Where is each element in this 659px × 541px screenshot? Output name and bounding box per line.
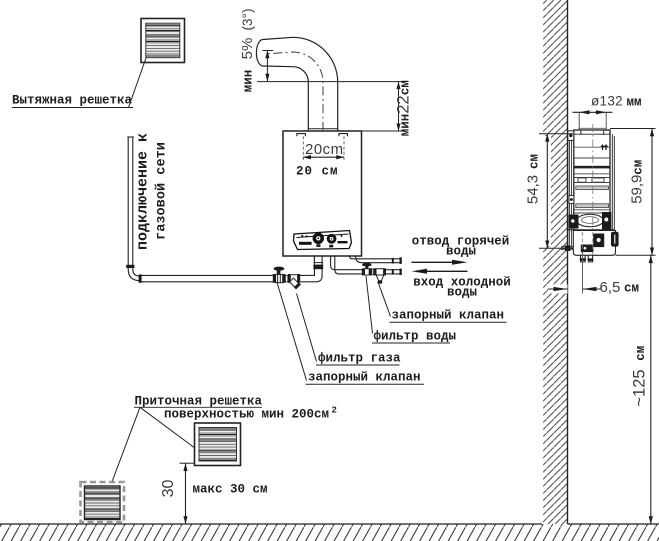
svg-text:5%: 5% xyxy=(239,38,256,60)
svg-text:мм: мм xyxy=(627,96,642,110)
svg-text:54,3: 54,3 xyxy=(525,175,542,204)
svg-text:20cm: 20cm xyxy=(305,141,344,158)
svg-text:воды: воды xyxy=(446,245,476,259)
svg-text:запорный клапан: запорный клапан xyxy=(308,371,421,385)
svg-text:отвод горячей: отвод горячей xyxy=(412,235,510,249)
svg-text:макс 30 см: макс 30 см xyxy=(193,483,268,497)
svg-text:фильтр воды: фильтр воды xyxy=(374,330,457,344)
svg-text:22: 22 xyxy=(395,95,413,113)
svg-text:20 см: 20 см xyxy=(296,165,339,179)
svg-text:поверхностью мин 200см: поверхностью мин 200см xyxy=(164,408,329,422)
svg-text:воды: воды xyxy=(447,286,477,300)
svg-text:~125: ~125 xyxy=(631,369,649,406)
svg-text:мин: мин xyxy=(399,114,413,137)
svg-text:Вытяжная решетка: Вытяжная решетка xyxy=(12,94,133,108)
svg-text:см: см xyxy=(399,80,413,95)
svg-text:см: см xyxy=(634,346,648,361)
svg-text:см: см xyxy=(528,154,542,169)
svg-text:подключение к: подключение к xyxy=(135,133,152,250)
svg-text:вход холодной: вход холодной xyxy=(413,276,511,290)
svg-text:Приточная решетка: Приточная решетка xyxy=(135,395,263,409)
svg-text:газовой сети: газовой сети xyxy=(155,142,170,240)
svg-text:59,9: 59,9 xyxy=(629,175,646,204)
svg-text:см: см xyxy=(632,160,646,175)
svg-text:запорный клапан: запорный клапан xyxy=(392,309,505,323)
svg-text:фильтр газа: фильтр газа xyxy=(318,352,401,366)
svg-text:см: см xyxy=(624,282,639,296)
svg-text:ø132: ø132 xyxy=(591,94,623,109)
svg-text:(3°): (3°) xyxy=(240,9,255,31)
svg-text:6,5: 6,5 xyxy=(600,279,621,296)
svg-text:2: 2 xyxy=(332,406,337,416)
svg-text:30: 30 xyxy=(160,480,177,498)
svg-text:мин: мин xyxy=(242,70,256,93)
